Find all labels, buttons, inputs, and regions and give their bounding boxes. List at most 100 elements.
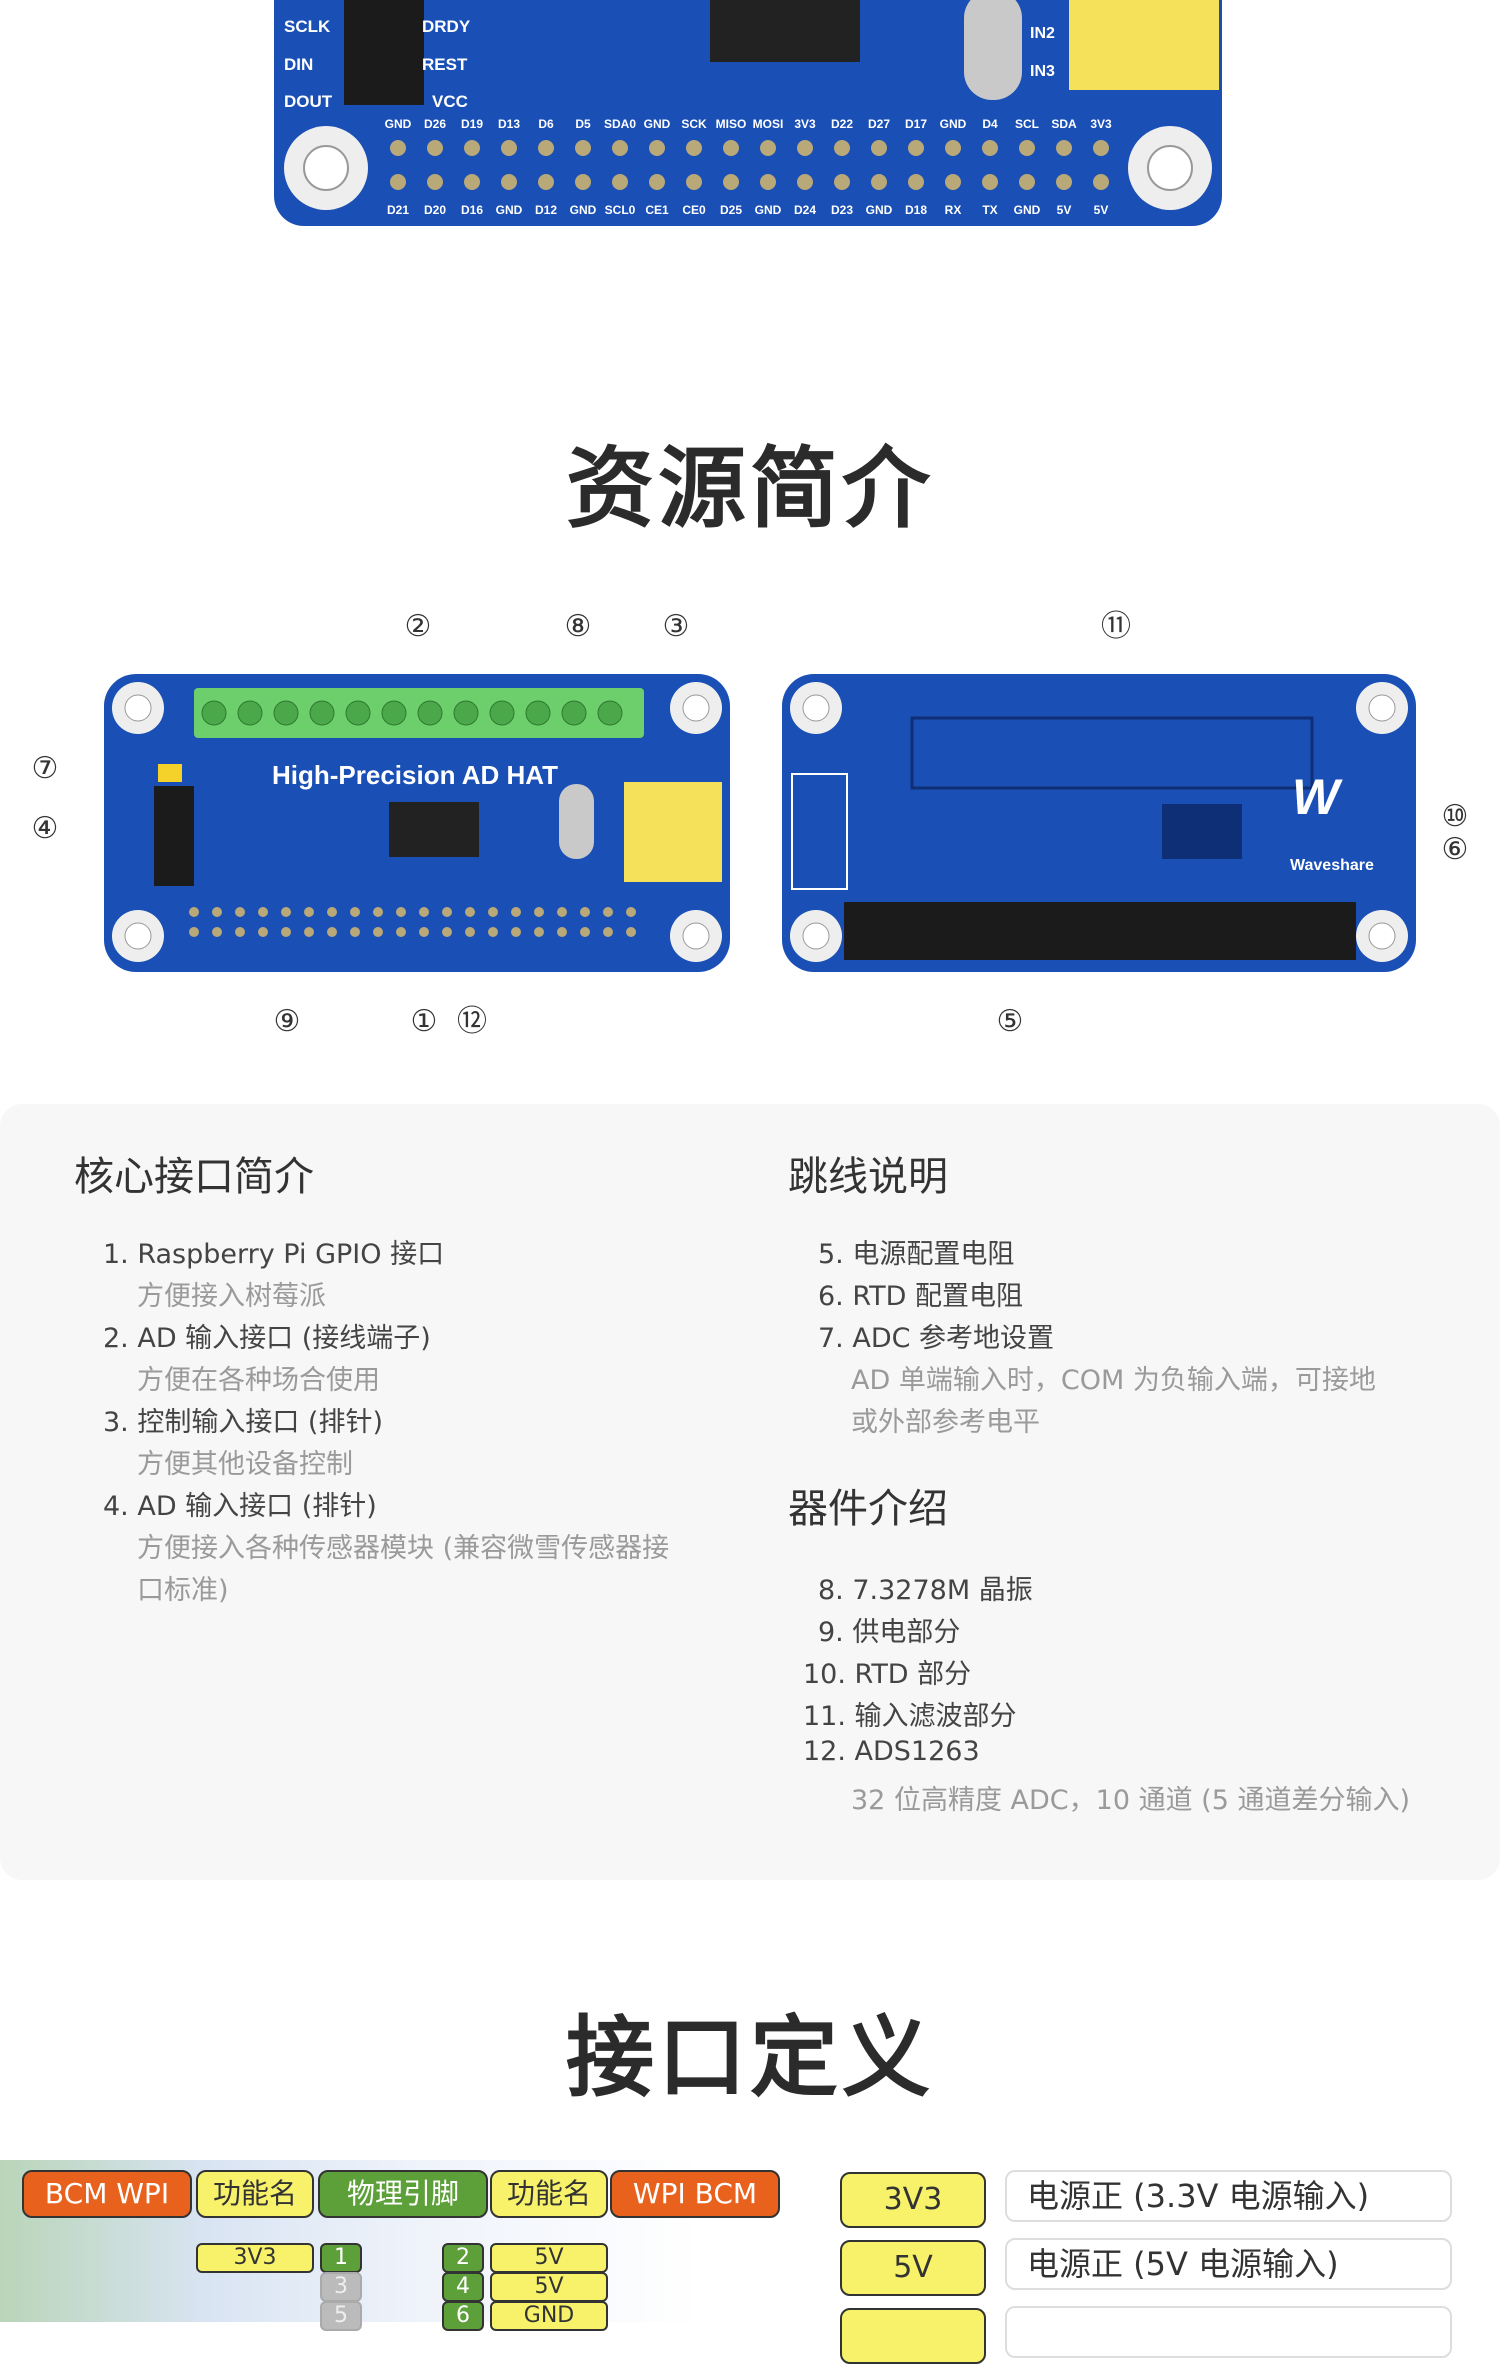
input-header (1069, 0, 1219, 90)
label-rest: REST (422, 55, 468, 74)
gpio-pad (390, 174, 406, 190)
terminal-screw (381, 700, 407, 726)
list-item: 8. 7.3278M 晶振 (818, 1575, 1033, 1606)
terminal-screw (201, 700, 227, 726)
gpio-pad (281, 927, 291, 937)
gpio-label: GND (940, 117, 967, 131)
pin-header (154, 786, 194, 886)
gpio-pad (612, 174, 628, 190)
gpio-label: D18 (905, 203, 927, 217)
gpio-pad (327, 927, 337, 937)
gpio-label: D27 (868, 117, 890, 131)
gpio-label: GND (1014, 203, 1041, 217)
gpio-pad (1093, 174, 1109, 190)
header-bcm-wpi: BCM WPI (22, 2170, 192, 2218)
gpio-pad (350, 907, 360, 917)
gpio-label: D20 (424, 203, 446, 217)
terminal-screw (309, 700, 335, 726)
gpio-label: D21 (387, 203, 409, 217)
gpio-pad (189, 907, 199, 917)
gpio-label: D5 (575, 117, 591, 131)
terminal-screw (417, 700, 443, 726)
interface-title: 接口定义 (565, 2006, 934, 2109)
gpio-pad (834, 174, 850, 190)
gpio-pad (723, 174, 739, 190)
gpio-pad (1056, 174, 1072, 190)
list-item-desc: AD 单端输入时，COM 为负输入端，可接地 (851, 1365, 1376, 1396)
terminal-screw (561, 700, 587, 726)
list-item-desc: 或外部参考电平 (851, 1407, 1040, 1438)
gpio-pad (350, 927, 360, 937)
label-in3: IN3 (1030, 63, 1055, 80)
gpio-pad (580, 927, 590, 937)
gpio-pad (626, 927, 636, 937)
gpio-label: D13 (498, 117, 520, 131)
gpio-label: D6 (538, 117, 554, 131)
gpio-pad (797, 174, 813, 190)
gpio-pad (442, 907, 452, 917)
gpio-pad (534, 927, 544, 937)
gpio-pad (580, 907, 590, 917)
rtd-area (1162, 804, 1242, 859)
label-drdy: DRDY (422, 17, 471, 36)
gpio-pad (626, 907, 636, 917)
list-item-desc: 32 位高精度 ADC，10 通道 (5 通道差分输入) (851, 1785, 1410, 1816)
callout-8: ⑧ (564, 609, 592, 644)
gpio-pad (686, 174, 702, 190)
gpio-label: GND (385, 117, 412, 131)
gpio-label: D19 (461, 117, 483, 131)
gpio-pad (686, 140, 702, 156)
gpio-pad (1019, 140, 1035, 156)
gpio-pad (945, 174, 961, 190)
list-item: 12. ADS1263 (803, 1736, 980, 1767)
pin-4: 4 (442, 2272, 484, 2302)
gpio-label: SCL (1015, 117, 1039, 131)
list-item-desc: 方便在各种场合使用 (137, 1365, 380, 1396)
gpio-pad (982, 174, 998, 190)
callout-11: ⑪ (1101, 609, 1131, 644)
core-interfaces-heading: 核心接口简介 (74, 1154, 314, 1200)
gpio-pad (488, 907, 498, 917)
callout-7: ⑦ (31, 751, 59, 786)
adc-chip (710, 0, 860, 62)
pin-2: 2 (442, 2243, 484, 2273)
gpio-label: D4 (982, 117, 998, 131)
list-item: 4. AD 输入接口 (排针) (103, 1491, 377, 1522)
gpio-pad (373, 927, 383, 937)
gpio-label: GND (496, 203, 523, 217)
pin-name-5v: 5V (840, 2240, 986, 2296)
gpio-pad (501, 174, 517, 190)
gpio-label: GND (755, 203, 782, 217)
gpio-label: CE0 (682, 203, 706, 217)
logo-mark: W (1292, 769, 1343, 825)
terminal-screw (525, 700, 551, 726)
terminal-screw (237, 700, 263, 726)
gpio-pad (871, 140, 887, 156)
gpio-pad (575, 174, 591, 190)
gpio-label: GND (866, 203, 893, 217)
gpio-pad (212, 927, 222, 937)
gpio-pad (465, 907, 475, 917)
pin-desc-5v: 电源正 (5V 电源输入) (1005, 2238, 1452, 2290)
header-func-right: 功能名 (490, 2170, 608, 2218)
gpio-pad (945, 140, 961, 156)
input-header (624, 782, 722, 882)
label-vcc: VCC (432, 92, 468, 111)
gpio-pad (511, 927, 521, 937)
gpio-label: D24 (794, 203, 816, 217)
list-item: 9. 供电部分 (818, 1617, 961, 1648)
gpio-label: D26 (424, 117, 446, 131)
terminal-screw (453, 700, 479, 726)
list-item: 10. RTD 部分 (803, 1659, 972, 1690)
gpio-pad (982, 140, 998, 156)
gpio-pad (442, 927, 452, 937)
header-func-left: 功能名 (196, 2170, 314, 2218)
gpio-pad (649, 140, 665, 156)
gpio-label: 3V3 (1090, 117, 1112, 131)
jumper-area (791, 773, 848, 890)
list-item-desc: 方便接入树莓派 (137, 1281, 326, 1312)
gpio-pad (258, 927, 268, 937)
label-sclk: SCLK (284, 17, 331, 36)
header-physical-pin: 物理引脚 (318, 2170, 488, 2218)
